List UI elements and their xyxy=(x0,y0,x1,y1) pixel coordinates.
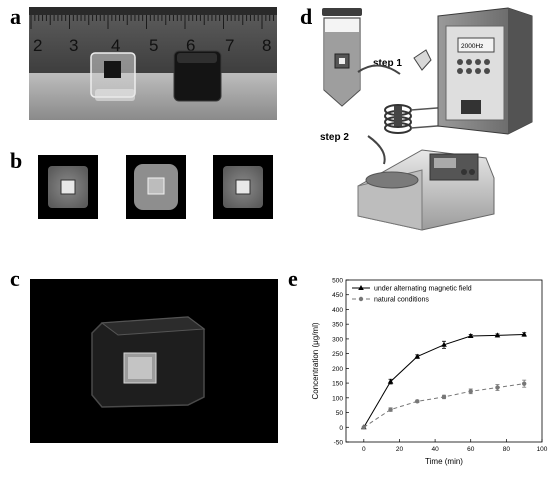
y-tick-label: 200 xyxy=(332,366,343,373)
magnetic-field-generator: 2000Hz xyxy=(437,7,533,135)
y-tick-label: 100 xyxy=(332,395,343,402)
data-point-triangle xyxy=(521,331,527,337)
x-tick-label: 80 xyxy=(503,446,511,453)
plot-frame xyxy=(345,279,543,443)
y-tick-label: 50 xyxy=(336,410,344,417)
x-axis-label: Time (min) xyxy=(425,457,463,466)
chart-axes xyxy=(345,279,543,443)
panel-c-render xyxy=(30,279,278,443)
data-point-circle xyxy=(361,425,367,430)
data-point-circle xyxy=(521,381,527,386)
panel-letter-e: e xyxy=(288,266,298,291)
cube-view-3 xyxy=(213,155,273,219)
x-tick-label: 0 xyxy=(362,446,366,453)
y-tick-label: 150 xyxy=(332,381,343,388)
ruler-number: 3 xyxy=(69,36,78,55)
y-axis-label: Concentration (μg/ml) xyxy=(311,322,320,399)
x-tick-label: 100 xyxy=(537,446,548,453)
step-2-arrow xyxy=(367,135,386,165)
y-tick-label: -50 xyxy=(334,440,344,447)
step-2-label: step 2 xyxy=(320,132,349,143)
ruler xyxy=(29,15,277,77)
data-point-circle xyxy=(468,389,473,394)
y-tick-label: 400 xyxy=(332,307,343,314)
chart-series xyxy=(361,331,527,430)
panel-d-schematic: step 1 2000Hz step 2 xyxy=(320,7,533,231)
ruler-labels: 2 3 4 5 6 7 8 xyxy=(33,36,271,55)
ruler-number: 4 xyxy=(111,36,120,55)
legend-label: natural conditions xyxy=(374,297,429,304)
data-point-triangle xyxy=(441,341,447,347)
panel-a-photo: 2 3 4 5 6 7 8 xyxy=(29,7,277,120)
y-tick-label: 0 xyxy=(339,425,343,432)
panel-letter-a: a xyxy=(10,4,21,29)
data-point-triangle xyxy=(494,332,501,338)
x-tick-label: 20 xyxy=(396,446,404,453)
panel-letter-b: b xyxy=(10,148,23,173)
y-tick-label: 450 xyxy=(332,292,343,299)
cube-view-2 xyxy=(126,155,186,219)
legend-label: under alternating magnetic field xyxy=(374,286,472,293)
x-tick-label: 60 xyxy=(467,446,475,453)
y-tick-label: 250 xyxy=(332,351,343,358)
x-tick-label: 40 xyxy=(431,446,439,453)
y-tick-label: 350 xyxy=(332,322,343,329)
sample-in-coil xyxy=(394,106,402,126)
centrifuge-tube xyxy=(322,8,362,107)
ruler-number: 6 xyxy=(186,36,195,55)
data-point-triangle xyxy=(467,332,474,338)
legend-marker xyxy=(358,285,364,290)
y-tick-label: 300 xyxy=(332,336,343,343)
hand-icon xyxy=(413,49,432,71)
panel-b-images xyxy=(38,155,273,219)
generator-display: 2000Hz xyxy=(461,43,483,50)
legend-marker xyxy=(358,296,364,302)
series-line-2 xyxy=(363,383,525,428)
ruler-number: 8 xyxy=(262,36,271,55)
generator-port xyxy=(461,100,481,114)
transparent-cube xyxy=(90,52,136,101)
panel-letter-d: d xyxy=(300,4,313,29)
step-1-label: step 1 xyxy=(373,58,402,69)
data-point-circle xyxy=(415,399,420,404)
dark-cube xyxy=(173,50,222,102)
ruler-number: 7 xyxy=(225,36,234,55)
panel-e-chart: -50 0 50 100 150 200 250 300 350 400 450 500 0 20 40 6… xyxy=(311,278,548,467)
data-point-circle xyxy=(441,394,447,400)
data-point-triangle xyxy=(414,353,421,359)
hydrogel-cube-render xyxy=(91,316,206,408)
step-1-arrow xyxy=(357,64,401,75)
x-tick-labels: 0 20 40 60 80 100 xyxy=(362,446,548,453)
ruler-number: 5 xyxy=(149,36,158,55)
chart-legend: under alternating magnetic field natural … xyxy=(352,285,472,304)
panel-letter-c: c xyxy=(10,266,20,291)
cube-view-1 xyxy=(38,155,98,219)
data-point-circle xyxy=(388,407,393,412)
y-tick-labels: -50 0 50 100 150 200 250 300 350 400 450 500 xyxy=(332,278,343,447)
ruler-number: 2 xyxy=(33,36,42,55)
spectrophotometer xyxy=(357,149,495,231)
data-point-triangle xyxy=(387,378,394,384)
data-point-circle xyxy=(495,385,500,390)
y-tick-label: 500 xyxy=(332,278,343,285)
